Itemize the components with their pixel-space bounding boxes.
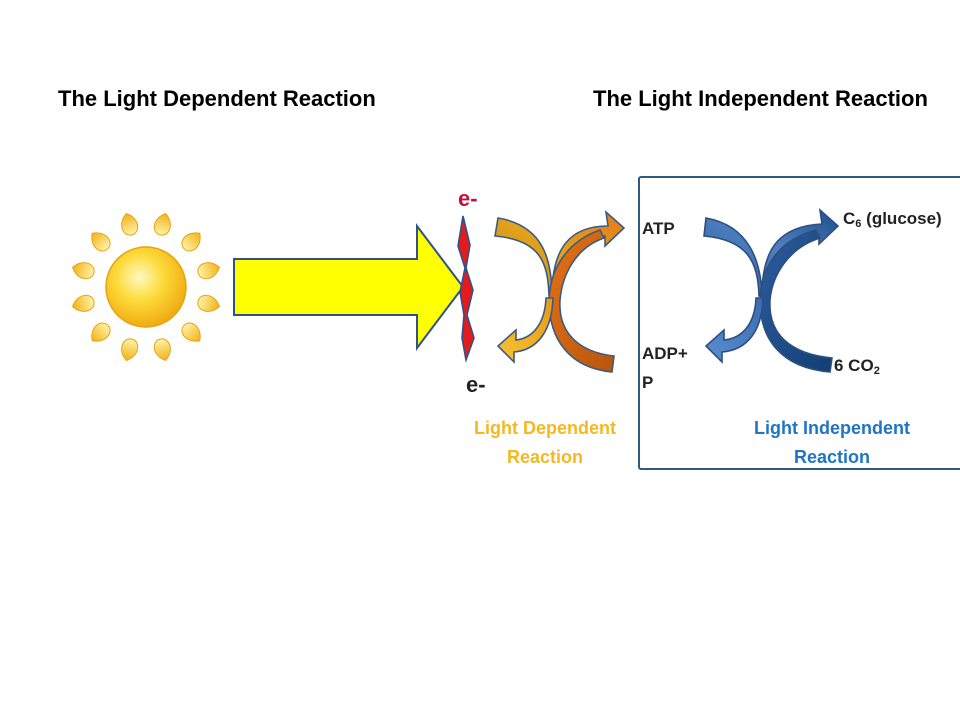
light-arrow bbox=[233, 223, 465, 351]
light-dependent-caption-line2: Reaction bbox=[506, 447, 584, 467]
co2-label: 6 CO2 bbox=[834, 356, 880, 377]
light-independent-cycle-arrows bbox=[703, 207, 840, 373]
atp-label: ATP bbox=[642, 219, 675, 238]
sun-ray bbox=[181, 322, 201, 342]
sun-ray bbox=[153, 213, 171, 236]
co2-subscript: 2 bbox=[873, 364, 880, 377]
glucose-c: C bbox=[843, 209, 856, 228]
light-dependent-caption: Light Dependent Reaction bbox=[456, 414, 634, 472]
glucose-subscript: 6 bbox=[855, 217, 862, 230]
sun-rays bbox=[72, 213, 220, 361]
electron-label-top: e- bbox=[458, 186, 478, 211]
sun-ray bbox=[91, 322, 111, 342]
light-independent-caption-line1: Light Independent bbox=[754, 418, 910, 438]
electron-label-bottom: e- bbox=[466, 372, 486, 397]
title-light-dependent: The Light Dependent Reaction bbox=[58, 86, 376, 111]
title-light-independent: The Light Independent Reaction bbox=[593, 86, 928, 111]
light-dependent-cycle-arrows bbox=[494, 209, 626, 373]
adp-label-line2: P bbox=[642, 373, 654, 392]
sun-ray bbox=[72, 294, 95, 312]
glucose-text: (glucose) bbox=[861, 209, 942, 228]
light-independent-caption-line2: Reaction bbox=[793, 447, 871, 467]
sun-icon bbox=[72, 213, 220, 361]
sun-ray bbox=[197, 294, 220, 312]
light-dependent-caption-line1: Light Dependent bbox=[474, 418, 616, 438]
co2-text: 6 CO bbox=[834, 356, 874, 375]
light-independent-box bbox=[638, 176, 960, 470]
electron-transport-shape bbox=[457, 215, 475, 364]
glucose-label: C6 (glucose) bbox=[843, 209, 942, 230]
sun-ray bbox=[181, 232, 201, 252]
sun-ray bbox=[121, 213, 139, 236]
sun-ray bbox=[197, 262, 220, 280]
sun-ray bbox=[153, 338, 171, 361]
sun-ray bbox=[72, 262, 95, 280]
adp-label-line1: ADP+ bbox=[642, 344, 688, 363]
sun-ray bbox=[91, 232, 111, 252]
sun-ray bbox=[121, 338, 139, 361]
light-independent-caption: Light Independent Reaction bbox=[728, 414, 936, 472]
